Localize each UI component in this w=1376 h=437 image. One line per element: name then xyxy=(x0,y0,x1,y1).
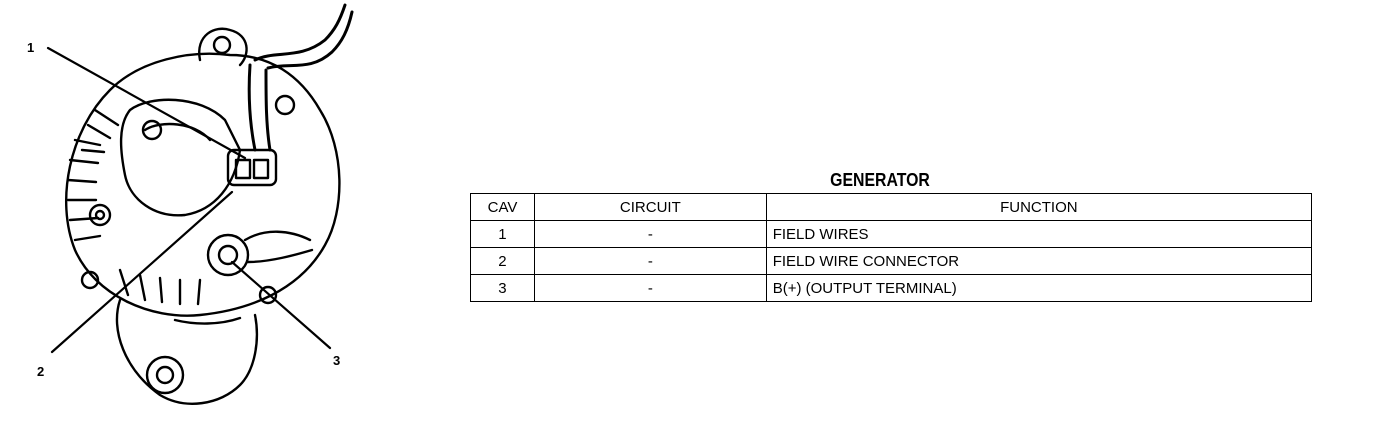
table-row: 3 - B(+) (OUTPUT TERMINAL) xyxy=(470,274,1313,302)
generator-drawing xyxy=(46,3,354,405)
table-row: 1 - FIELD WIRES xyxy=(470,220,1313,248)
generator-illustration: 1 2 3 xyxy=(0,0,460,432)
cell-function: B(+) (OUTPUT TERMINAL) xyxy=(765,274,1313,302)
cell-cav: 2 xyxy=(470,247,535,275)
cell-circuit: - xyxy=(533,220,767,248)
cell-function: FIELD WIRE CONNECTOR xyxy=(765,247,1313,275)
table-title: GENERATOR xyxy=(830,170,930,190)
table-row: 2 - FIELD WIRE CONNECTOR xyxy=(470,247,1313,275)
cell-circuit: - xyxy=(533,274,767,302)
cell-cav: 3 xyxy=(470,274,535,302)
callout-1: 1 xyxy=(27,40,35,55)
callout-3: 3 xyxy=(333,353,341,368)
cell-cav: 1 xyxy=(470,220,535,248)
header-function: FUNCTION xyxy=(765,193,1313,221)
header-cav: CAV xyxy=(470,193,535,221)
cell-circuit: - xyxy=(533,247,767,275)
cell-function: FIELD WIRES xyxy=(765,220,1313,248)
connector-table: CAV CIRCUIT FUNCTION 1 - FIELD WIRES 2 -… xyxy=(470,193,1313,302)
table-header-row: CAV CIRCUIT FUNCTION xyxy=(470,193,1313,221)
header-circuit: CIRCUIT xyxy=(533,193,767,221)
callout-2: 2 xyxy=(37,364,45,379)
